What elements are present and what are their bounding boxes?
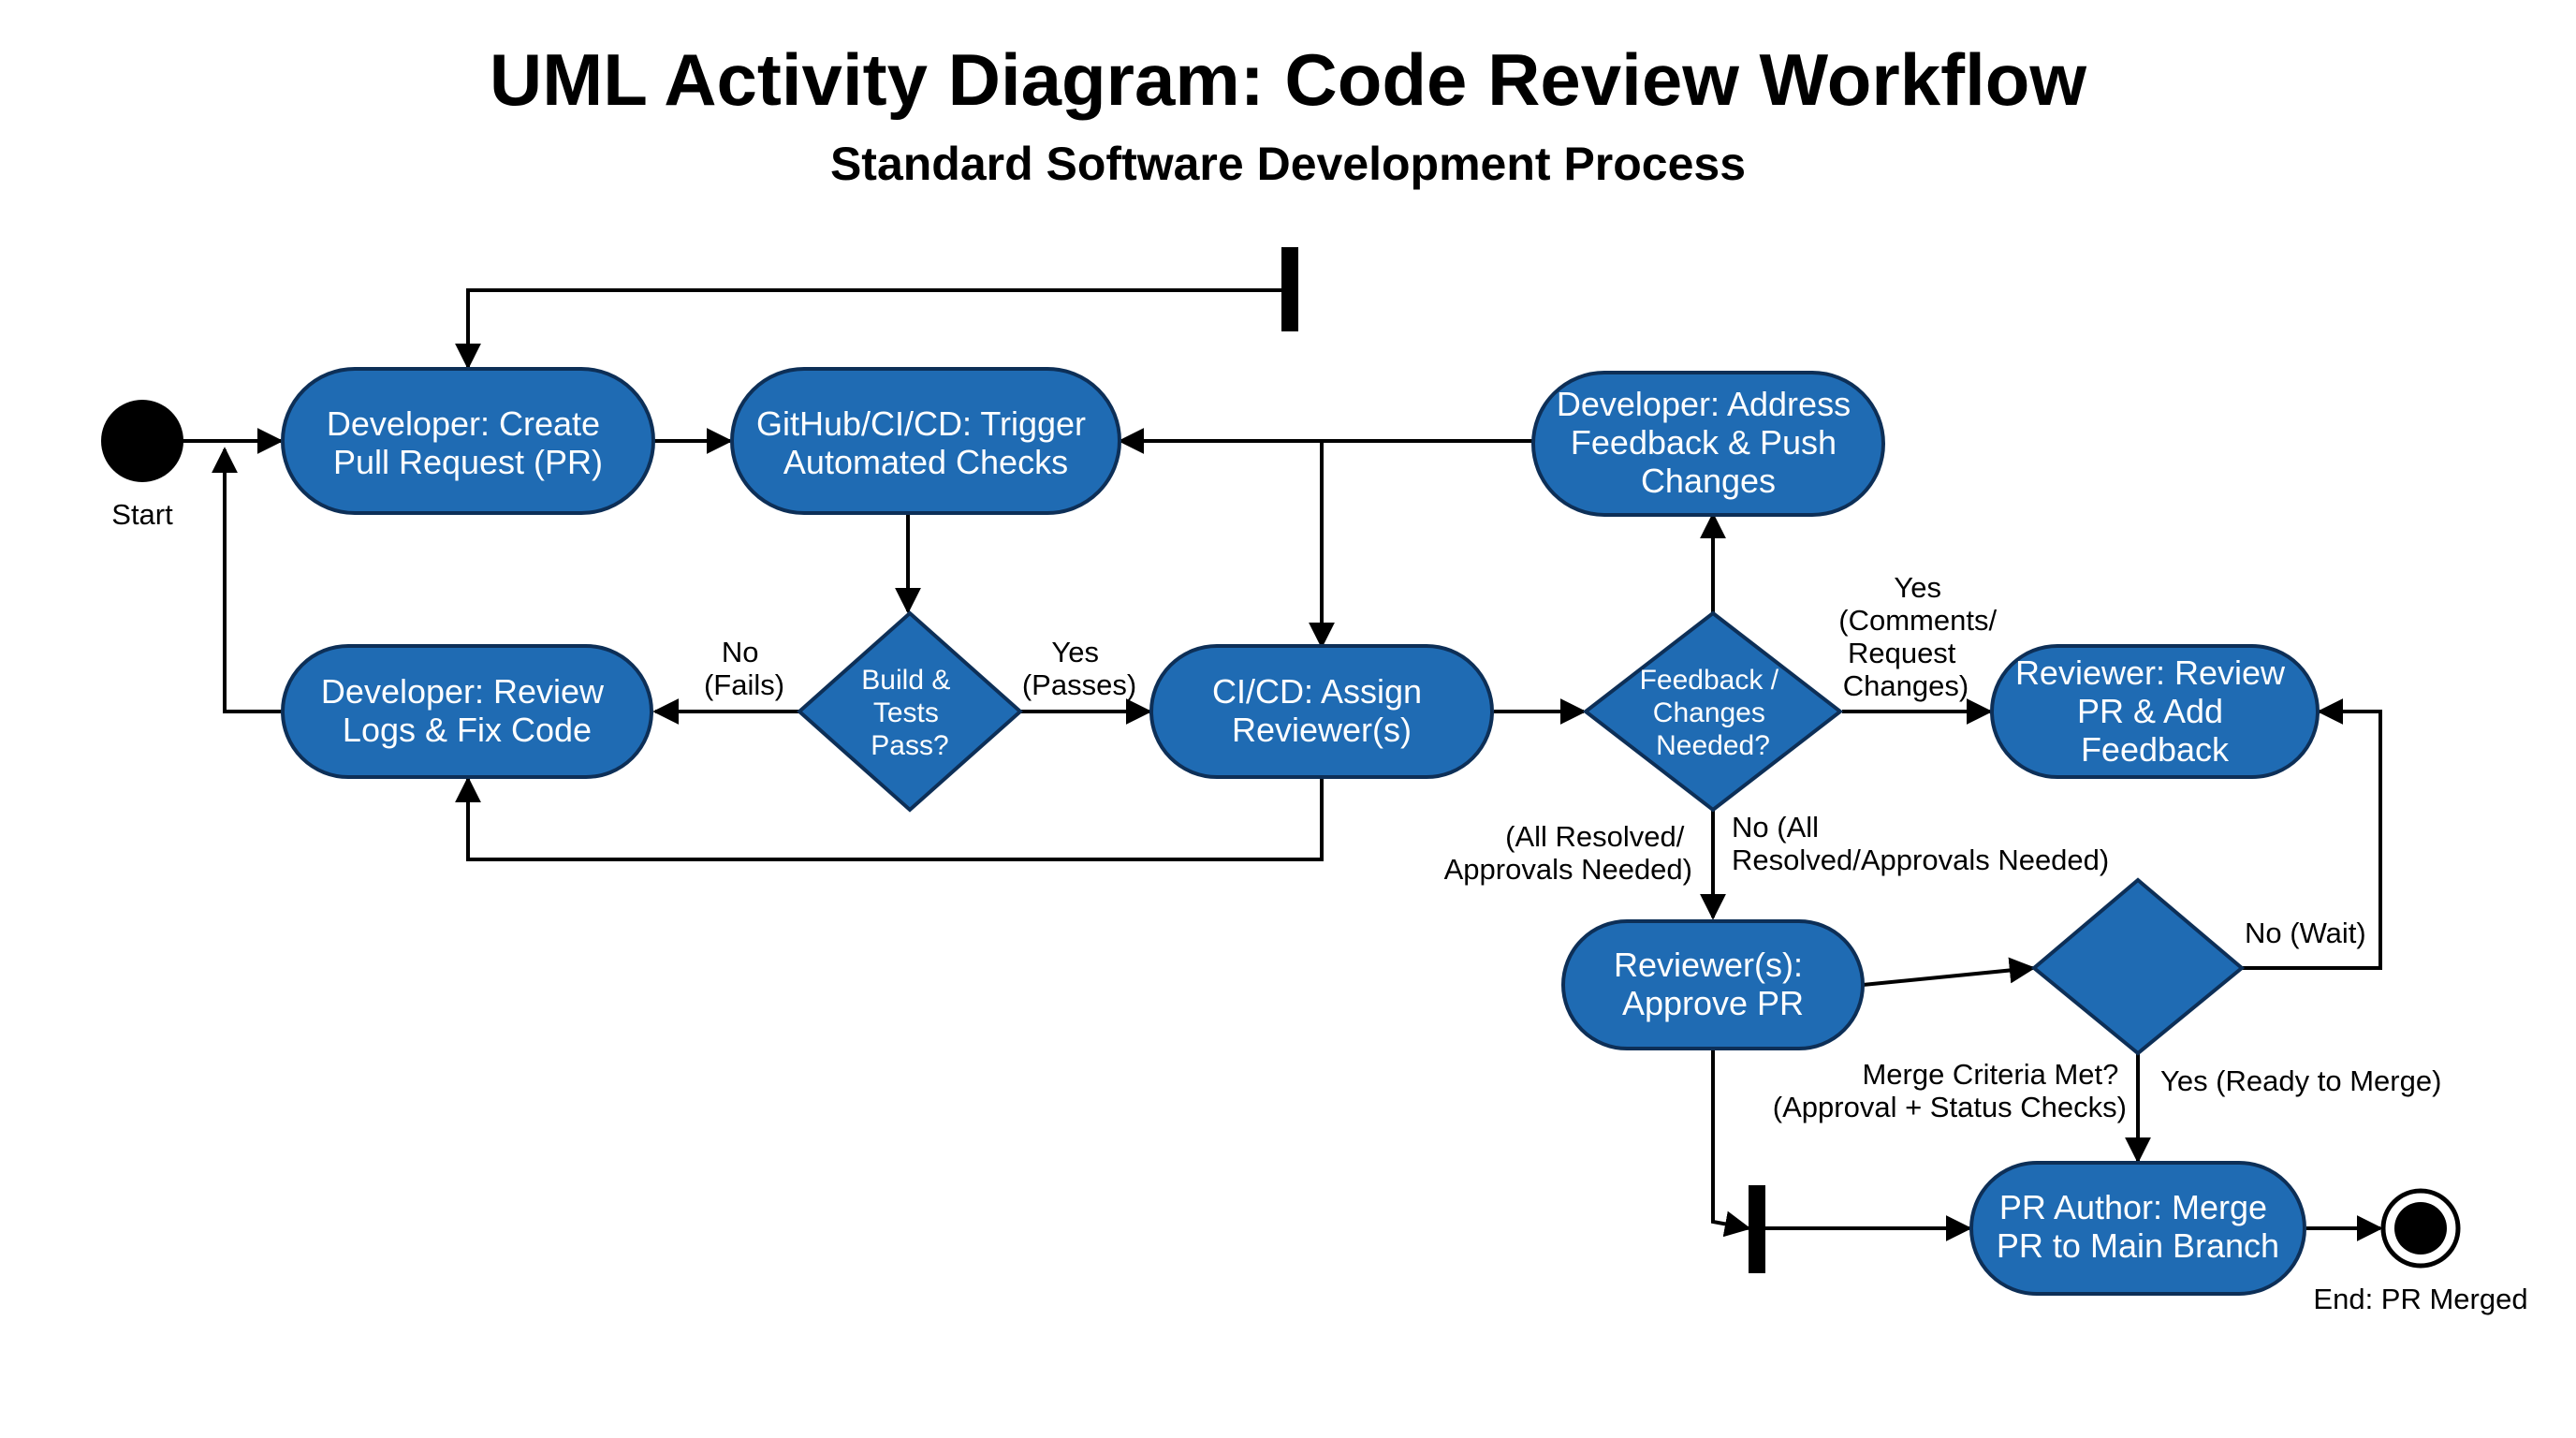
label-no-all-resolved: No (All Resolved/Approvals Needed) bbox=[1732, 811, 2109, 876]
action-assign-reviewer-line-2: Reviewer(s) bbox=[1232, 711, 1412, 749]
decision-build-tests[interactable]: Build & Tests Pass? bbox=[796, 610, 1024, 813]
end-label: End: PR Merged bbox=[2313, 1283, 2527, 1315]
svg-text:Developer: Create Pull R: Developer: Create Pull Request (PR) bbox=[327, 404, 609, 481]
edge-review-logs-to-create-pr bbox=[212, 447, 283, 713]
label-yes-changes: Yes (Comments/ Request Changes) bbox=[1838, 571, 2004, 702]
action-review-pr-line-2: PR & Add bbox=[2077, 692, 2223, 730]
action-review-logs-line-2: Logs & Fix Code bbox=[343, 711, 592, 749]
action-assign-reviewer[interactable]: CI/CD: Assign Reviewer(s) bbox=[1149, 644, 1494, 779]
action-address-feedback-line-2: Feedback & Push bbox=[1571, 423, 1837, 462]
action-assign-reviewer-line-1: CI/CD: Assign bbox=[1212, 672, 1422, 711]
label-merge-criteria: Merge Criteria Met? (Approval + Status C… bbox=[1773, 1058, 2127, 1123]
label-no-fails: No (Fails) bbox=[704, 636, 784, 701]
svg-text:Developer: Review Logs &: Developer: Review Logs & Fix Code bbox=[321, 672, 613, 749]
decision-build-tests-line-3: Pass? bbox=[871, 730, 948, 761]
action-merge-pr-line-1: PR Author: Merge bbox=[1999, 1188, 2267, 1226]
svg-text:GitHub/CI/CD: Trigger Au: GitHub/CI/CD: Trigger Automated Checks bbox=[756, 404, 1095, 481]
action-create-pr-line-1: Developer: Create bbox=[327, 404, 600, 443]
label-yes-ready: Yes (Ready to Merge) bbox=[2160, 1064, 2441, 1097]
page-title: UML Activity Diagram: Code Review Workfl… bbox=[489, 38, 2087, 121]
action-review-pr[interactable]: Reviewer: Review PR & Add Feedback bbox=[1990, 644, 2320, 779]
action-address-feedback[interactable]: Developer: Address Feedback & Push Chang… bbox=[1531, 371, 1885, 517]
start-label: Start bbox=[111, 498, 173, 531]
action-create-pr[interactable]: Developer: Create Pull Request (PR) bbox=[281, 367, 655, 515]
decision-feedback-changes-line-1: Feedback / bbox=[1640, 665, 1779, 696]
label-no-wait: No (Wait) bbox=[2245, 917, 2366, 949]
action-approve-pr-line-2: Approve PR bbox=[1622, 984, 1804, 1022]
action-review-pr-line-3: Feedback bbox=[2081, 730, 2230, 769]
label-yes-passes: Yes (Passes) bbox=[1022, 636, 1136, 701]
svg-text:Feedback / Changes: Feedback / Changes Needed? bbox=[1640, 665, 1787, 761]
action-trigger-checks-line-1: GitHub/CI/CD: Trigger bbox=[756, 404, 1086, 443]
action-approve-pr-line-1: Reviewer(s): bbox=[1614, 946, 1803, 984]
svg-text:PR Author: Merge PR to M: PR Author: Merge PR to Main Branch bbox=[1997, 1188, 2279, 1265]
action-merge-pr-line-2: PR to Main Branch bbox=[1997, 1226, 2279, 1265]
edges bbox=[183, 288, 2383, 1241]
decision-feedback-changes-line-2: Changes bbox=[1653, 697, 1765, 728]
decision-build-tests-line-2: Tests bbox=[873, 697, 939, 728]
decision-build-tests-line-1: Build & bbox=[861, 665, 950, 696]
start-node bbox=[101, 400, 183, 482]
svg-text:Build & Tests Pass: Build & Tests Pass? bbox=[861, 665, 958, 761]
action-trigger-checks-line-2: Automated Checks bbox=[783, 443, 1068, 481]
action-review-pr-line-1: Reviewer: Review bbox=[2015, 653, 2286, 692]
svg-text:Reviewer: Review PR & Ad: Reviewer: Review PR & Add Feedback bbox=[2015, 653, 2294, 769]
action-create-pr-line-2: Pull Request (PR) bbox=[333, 443, 603, 481]
edge-merge-no-to-review-pr bbox=[2242, 698, 2382, 970]
join-bar-bottom bbox=[1749, 1185, 1765, 1273]
end-node bbox=[2380, 1188, 2461, 1269]
decision-feedback-changes-line-3: Needed? bbox=[1656, 730, 1770, 761]
page-subtitle: Standard Software Development Process bbox=[829, 138, 1747, 190]
decision-merge-criteria[interactable] bbox=[2030, 877, 2246, 1056]
action-approve-pr[interactable]: Reviewer(s): Approve PR bbox=[1561, 919, 1865, 1050]
action-trigger-checks[interactable]: GitHub/CI/CD: Trigger Automated Checks bbox=[730, 367, 1121, 515]
edge-approve-to-merge-decision bbox=[1862, 957, 2036, 987]
label-all-resolved-left: (All Resolved/ Approvals Needed) bbox=[1444, 820, 1692, 886]
svg-text:CI/CD: Assign Reviewer(s: CI/CD: Assign Reviewer(s) bbox=[1212, 672, 1431, 749]
action-address-feedback-line-1: Developer: Address bbox=[1557, 385, 1851, 423]
decision-feedback-changes[interactable]: Feedback / Changes Needed? bbox=[1582, 610, 1844, 813]
svg-text:Reviewer(s): Approve PR: Reviewer(s): Approve PR bbox=[1614, 946, 1812, 1022]
edge-fork-to-create-pr bbox=[455, 288, 1290, 370]
action-review-logs-line-1: Developer: Review bbox=[321, 672, 605, 711]
fork-bar-top bbox=[1281, 247, 1298, 331]
edge-approve-to-join bbox=[1711, 1049, 1751, 1238]
action-address-feedback-line-3: Changes bbox=[1641, 462, 1776, 500]
action-merge-pr[interactable]: PR Author: Merge PR to Main Branch bbox=[1969, 1161, 2306, 1296]
edge-assign-to-review-logs bbox=[455, 776, 1324, 861]
svg-text:Developer: Address Feedb: Developer: Address Feedback & Push Chang… bbox=[1557, 385, 1860, 500]
action-review-logs[interactable]: Developer: Review Logs & Fix Code bbox=[281, 644, 653, 779]
